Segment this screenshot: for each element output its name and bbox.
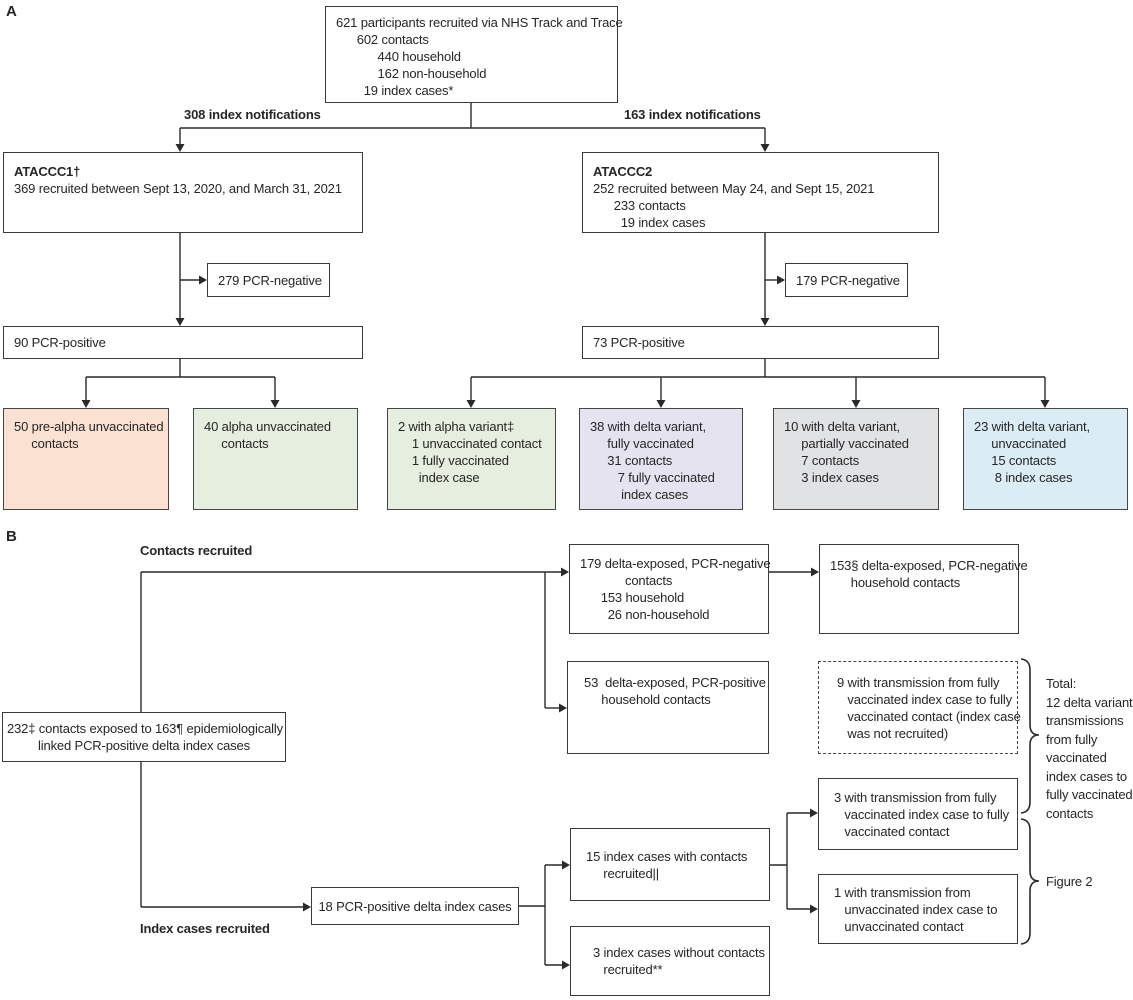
text-line: contacts [580, 573, 673, 588]
index-cases-recruited-label: Index cases recruited [140, 921, 270, 936]
text-line: vaccinated contact [834, 823, 950, 839]
panel-a-label: A [6, 3, 17, 20]
text-line: household contacts [830, 575, 961, 590]
text-line: 153§ delta-exposed, PCR-negative [830, 558, 1028, 573]
ataccc1-lines: 369 recruited between Sept 13, 2020, and… [14, 180, 356, 197]
text-line: 26 non-household [580, 607, 710, 622]
text-line: 252 recruited between May 24, and Sept 1… [593, 181, 875, 196]
outcome-box-alpha-unvaccinated: 40 alpha unvaccinated contacts [193, 408, 358, 510]
recruited-participants-box: 621 participants recruited via NHS Track… [325, 6, 623, 103]
text-line: 38 with delta variant, [590, 419, 706, 434]
text-line: Total: [1046, 676, 1077, 691]
figure-2-label: Figure 2 [1046, 874, 1093, 889]
text-line: index cases [590, 487, 689, 502]
index-cases-without-contacts-box: 3 index cases without contacts recruited… [570, 926, 770, 996]
text-line: recruited|| [586, 865, 659, 881]
text-line: household contacts [584, 692, 711, 707]
contacts-recruited-label: Contacts recruited [140, 543, 253, 558]
text-line: 3 index cases [784, 470, 879, 485]
text-line: 15 index cases with contacts [586, 848, 748, 864]
text-line: 179 delta-exposed, PCR-negative [580, 556, 771, 571]
text-line: index case [398, 470, 480, 485]
contacts-exposed-box: 232‡ contacts exposed to 163¶ epidemiolo… [2, 712, 286, 762]
text-line: 53 delta-exposed, PCR-positive [584, 675, 766, 690]
text-line: 233 contacts [593, 198, 686, 213]
text-line: was not recruited) [837, 725, 949, 741]
total-transmissions-note: Total: 12 delta variant transmissions from … [1046, 675, 1133, 823]
pcr-positive-left-box: 90 PCR-positive [3, 326, 363, 359]
text-line: 2 with alpha variant‡ [398, 419, 515, 434]
text-line: 23 with delta variant, [974, 419, 1090, 434]
pcr-positive-index-cases-box: 18 PCR-positive delta index cases [311, 887, 519, 925]
text-line: 3 with transmission from fully [834, 789, 997, 805]
text-line: 1 fully vaccinated [398, 453, 509, 468]
text-line: recruited** [593, 962, 663, 977]
pcr-negative-left-box: 279 PCR-negative [207, 263, 330, 297]
text-line: vaccinated index case to fully [837, 691, 1012, 707]
text-line: 440 household [336, 49, 462, 64]
text-line: 7 contacts [784, 453, 860, 468]
text-line: vaccinated index case to fully [834, 806, 1009, 822]
ataccc1-title: ATACCC1† [14, 164, 81, 179]
text-line: unvaccinated contact [834, 918, 964, 934]
panel-b-label: B [6, 528, 17, 545]
outcome-box-delta-fully-vaccinated: 38 with delta variant, fully vaccinated … [579, 408, 743, 510]
text-line: 9 with transmission from fully [837, 674, 1000, 690]
pcr-positive-right-box: 73 PCR-positive [582, 326, 939, 359]
right-branch-label: 163 index notifications [624, 107, 761, 122]
text-line: 12 delta variant [1046, 694, 1133, 710]
outcome-box-pre-alpha: 50 pre-alpha unvaccinated contacts [3, 408, 169, 510]
ataccc2-lines: 252 recruited between May 24, and Sept 1… [593, 180, 932, 231]
text-line: 19 index cases [593, 215, 706, 230]
text-line: contacts [204, 436, 269, 451]
delta-exposed-pcr-negative-box: 179 delta-exposed, PCR-negative contacts… [569, 544, 771, 634]
text-line: partially vaccinated [784, 436, 909, 451]
outcome-box-delta-unvaccinated: 23 with delta variant, unvaccinated 15 c… [963, 408, 1128, 510]
text-line: 15 contacts [974, 453, 1057, 468]
ataccc2-title: ATACCC2 [593, 164, 653, 179]
fully-vaccinated-transmission-box: 3 with transmission from fully vaccinate… [818, 778, 1018, 850]
text-line: 10 with delta variant, [784, 419, 900, 434]
ataccc1-box: ATACCC1† 369 recruited between Sept 13, … [3, 152, 363, 233]
unvaccinated-transmission-box: 1 with transmission from unvaccinated in… [818, 874, 1018, 944]
text-line: transmissions [1046, 713, 1124, 728]
text-line: 3 index cases without contacts [593, 945, 765, 960]
pcr-negative-right-box: 179 PCR-negative [785, 263, 908, 297]
text-line: 621 participants recruited via NHS Track… [336, 15, 623, 30]
text-line: fully vaccinated [1046, 787, 1133, 802]
outcome-box-alpha-variant: 2 with alpha variant‡ 1 unvaccinated con… [387, 408, 556, 510]
text-line: index cases to [1046, 768, 1128, 784]
text-line: fully vaccinated [590, 436, 694, 451]
ataccc2-box: ATACCC2 252 recruited between May 24, an… [582, 152, 939, 233]
text-line: 153 household [580, 590, 685, 605]
left-branch-label: 308 index notifications [184, 107, 321, 122]
outcome-box-delta-partially-vaccinated: 10 with delta variant, partially vaccina… [773, 408, 939, 510]
text-line: 7 fully vaccinated [590, 470, 715, 485]
text-line: unvaccinated index case to [834, 901, 998, 917]
text-line: 40 alpha unvaccinated [204, 419, 331, 434]
text-line: vaccinated [1046, 750, 1107, 765]
text-line: unvaccinated [974, 436, 1067, 451]
text-line: 162 non-household [336, 66, 487, 81]
text-line: contacts [14, 436, 79, 451]
text-line: vaccinated contact (index case [837, 708, 1021, 724]
text-line: contacts [1046, 805, 1094, 821]
text-line: 1 unvaccinated contact [398, 436, 542, 451]
text-line: 19 index cases* [336, 83, 454, 98]
text-line: 31 contacts [590, 453, 673, 468]
arrowheads [81, 144, 1050, 970]
text-line: 1 with transmission from [834, 884, 971, 900]
text-line: linked PCR-positive delta index cases [38, 738, 250, 753]
text-line: 369 recruited between Sept 13, 2020, and… [14, 181, 342, 196]
text-line: from fully [1046, 731, 1098, 747]
transmission-not-recruited-dashed-box: 9 with transmission from fully vaccinate… [818, 661, 1021, 754]
text-line: 8 index cases [974, 470, 1073, 485]
index-cases-with-contacts-box: 15 index cases with contacts recruited|| [570, 828, 770, 901]
household-pcr-negative-box: 153§ delta-exposed, PCR-negative househo… [819, 544, 1028, 634]
text-line: 50 pre-alpha unvaccinated [14, 419, 164, 434]
text-line: 602 contacts [336, 32, 429, 47]
delta-exposed-pcr-positive-box: 53 delta-exposed, PCR-positive household… [567, 661, 769, 754]
text-line: 232‡ contacts exposed to 163¶ epidemiolo… [7, 721, 284, 736]
